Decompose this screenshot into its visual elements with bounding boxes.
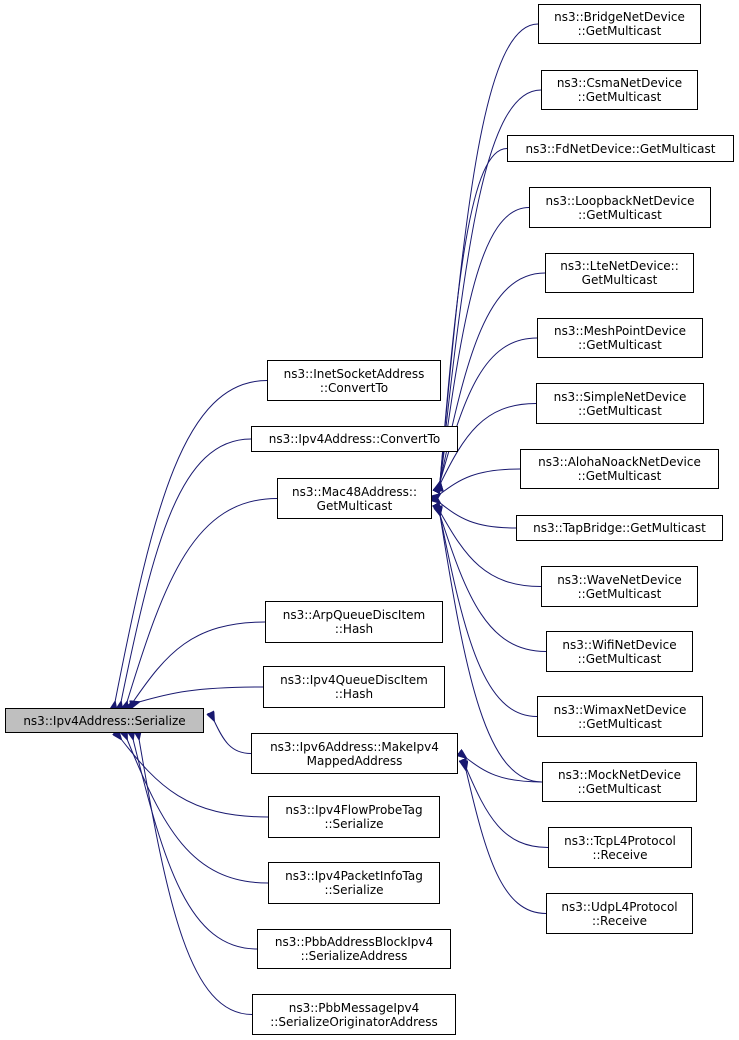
- node-label-line: ns3::PbbMessageIpv4: [288, 1000, 420, 1015]
- node-label-line: ns3::Mac48Address::: [291, 484, 418, 499]
- node-label-line: ns3::CsmaNetDevice: [556, 76, 683, 90]
- node-label-line: ns3::WimaxNetDevice: [553, 702, 687, 717]
- node-bridgenetdevice-getmulticast[interactable]: ns3::BridgeNetDevice::GetMulticast: [538, 4, 701, 44]
- edge-ipv4conv-to-root: [121, 438, 252, 702]
- node-label-line: ::GetMulticast: [577, 24, 662, 38]
- node-label-line: ns3::InetSocketAddress: [283, 366, 425, 381]
- edge-wifi-to-mac48: [440, 515, 547, 652]
- node-label-line: ns3::MockNetDevice: [558, 768, 681, 782]
- node-label-line: ::Hash: [334, 622, 374, 636]
- node-label-line: ns3::Ipv4QueueDiscItem: [280, 673, 428, 687]
- node-label-line: ::GetMulticast: [578, 716, 662, 731]
- edge-ipv6map-to-root: [214, 721, 252, 754]
- node-label-line: ns3::SimpleNetDevice: [553, 389, 687, 404]
- node-ltenetdevice-getmulticast[interactable]: ns3::LteNetDevice::GetMulticast: [545, 253, 694, 293]
- node-label-line: ns3::MeshPointDevice: [553, 324, 686, 338]
- node-label-line: ::GetMulticast: [577, 469, 662, 483]
- node-meshpointdevice-getmulticast[interactable]: ns3::MeshPointDevice::GetMulticast: [537, 318, 703, 358]
- edge-mock-to-mac48: [440, 515, 543, 783]
- edge-loopback-to-mac48: [440, 207, 530, 483]
- node-simplenetdevice-getmulticast[interactable]: ns3::SimpleNetDevice::GetMulticast: [536, 383, 704, 424]
- edge-pbbblock-to-root: [133, 739, 258, 950]
- node-udpl4protocol-receive[interactable]: ns3::UdpL4Protocol::Receive: [546, 893, 693, 934]
- node-label-line: ::SerializeOriginatorAddress: [270, 1014, 438, 1029]
- edge-wimax-to-mac48: [440, 515, 538, 717]
- node-alohanoacknetdevice-getmulticast[interactable]: ns3::AlohaNoackNetDevice::GetMulticast: [520, 449, 719, 489]
- node-label-line: ::GetMulticast: [577, 782, 662, 796]
- node-label-line: ns3::Ipv4FlowProbeTag: [285, 803, 423, 817]
- node-label-line: GetMulticast: [581, 273, 658, 287]
- node-label-line: ::GetMulticast: [578, 207, 662, 222]
- node-label-line: ns3::Ipv4Address::ConvertTo: [268, 432, 441, 446]
- node-label-line: ::GetMulticast: [577, 651, 662, 666]
- node-mocknetdevice-getmulticast[interactable]: ns3::MockNetDevice::GetMulticast: [542, 762, 697, 802]
- node-label-line: ns3::WifiNetDevice: [562, 637, 677, 652]
- node-pbbaddressblockipv4-serializeaddress[interactable]: ns3::PbbAddressBlockIpv4::SerializeAddre…: [257, 929, 451, 969]
- edge-ipv4queue-to-root: [139, 686, 264, 702]
- node-csmanetdevice-getmulticast[interactable]: ns3::CsmaNetDevice::GetMulticast: [541, 70, 698, 110]
- node-label-line: ns3::ArpQueueDiscItem: [282, 608, 426, 622]
- edge-inet-to-root: [115, 380, 268, 703]
- node-wavenetdevice-getmulticast[interactable]: ns3::WaveNetDevice::GetMulticast: [541, 566, 698, 607]
- node-label-line: ::GetMulticast: [578, 338, 662, 352]
- node-wifinetdevice-getmulticast[interactable]: ns3::WifiNetDevice::GetMulticast: [546, 631, 693, 672]
- node-label-line: ::Serialize: [324, 817, 384, 831]
- node-label-line: ns3::BridgeNetDevice: [554, 10, 685, 24]
- node-label-line: MappedAddress: [306, 753, 403, 768]
- node-label-line: ns3::PbbAddressBlockIpv4: [274, 935, 434, 949]
- edge-pktinfo-to-root: [127, 739, 269, 884]
- edge-mock-to-ipv6map: [466, 758, 543, 783]
- node-label-line: ::SerializeAddress: [300, 949, 408, 963]
- node-label-line: ::GetMulticast: [577, 90, 662, 104]
- node-ipv4packetinfotag-serialize[interactable]: ns3::Ipv4PacketInfoTag::Serialize: [268, 862, 440, 904]
- node-label-line: ns3::Ipv4Address::Serialize: [23, 713, 186, 728]
- edge-aloha-to-mac48: [440, 468, 521, 494]
- node-tcpl4protocol-receive[interactable]: ns3::TcpL4Protocol::Receive: [548, 827, 692, 868]
- edge-udp-to-ipv6map: [466, 770, 547, 914]
- node-ipv4queuediscitem-hash[interactable]: ns3::Ipv4QueueDiscItem::Hash: [263, 666, 445, 708]
- node-tapbridge-getmulticast[interactable]: ns3::TapBridge::GetMulticast: [516, 515, 723, 541]
- edge-tcp-to-ipv6map: [466, 768, 549, 848]
- node-label-line: ::Hash: [334, 687, 374, 701]
- edge-mac48-to-root: [127, 498, 278, 703]
- node-ipv4address-convertto[interactable]: ns3::Ipv4Address::ConvertTo: [251, 426, 458, 452]
- node-label-line: GetMulticast: [316, 498, 393, 513]
- node-loopbacknetdevice-getmulticast[interactable]: ns3::LoopbackNetDevice::GetMulticast: [529, 187, 711, 228]
- edge-simple-to-mac48: [440, 403, 537, 485]
- node-arpqueuediscitem-hash[interactable]: ns3::ArpQueueDiscItem::Hash: [265, 601, 443, 643]
- node-label-line: ns3::UdpL4Protocol: [561, 899, 678, 914]
- node-label-line: ns3::FdNetDevice::GetMulticast: [525, 141, 716, 156]
- node-ipv4flowprobetag-serialize[interactable]: ns3::Ipv4FlowProbeTag::Serialize: [268, 796, 440, 838]
- node-fdnetdevice-getmulticast[interactable]: ns3::FdNetDevice::GetMulticast: [507, 135, 734, 162]
- node-wimaxnetdevice-getmulticast[interactable]: ns3::WimaxNetDevice::GetMulticast: [537, 696, 703, 737]
- node-label-line: ::Receive: [592, 847, 648, 862]
- node-label-line: ns3::AlohaNoackNetDevice: [538, 455, 701, 469]
- node-label-line: ::Serialize: [324, 883, 384, 897]
- node-label-line: ::Receive: [591, 913, 648, 928]
- node-mac48address-getmulticast[interactable]: ns3::Mac48Address::GetMulticast: [277, 478, 432, 519]
- edge-tap-to-mac48: [440, 503, 517, 529]
- node-label-line: ns3::LoopbackNetDevice: [545, 193, 695, 208]
- node-label-line: ns3::TcpL4Protocol: [564, 833, 676, 848]
- edge-csma-to-mac48: [440, 89, 542, 482]
- node-label-line: ::ConvertTo: [319, 380, 389, 395]
- node-ipv4address-serialize: ns3::Ipv4Address::Serialize: [5, 708, 204, 733]
- node-label-line: ::GetMulticast: [577, 586, 662, 601]
- node-label-line: ns3::Ipv6Address::MakeIpv4: [270, 739, 439, 754]
- node-label-line: ns3::LteNetDevice::: [560, 259, 679, 273]
- node-pbbmessageipv4-serializeoriginatoraddress[interactable]: ns3::PbbMessageIpv4::SerializeOriginator…: [252, 994, 456, 1035]
- node-label-line: ns3::WaveNetDevice: [557, 572, 682, 587]
- edge-fd-to-mac48: [440, 148, 508, 483]
- node-inetsocketaddress-convertto[interactable]: ns3::InetSocketAddress::ConvertTo: [267, 360, 441, 401]
- edge-arp-to-root: [133, 621, 266, 702]
- node-label-line: ns3::TapBridge::GetMulticast: [533, 521, 706, 535]
- edge-wave-to-mac48: [440, 512, 542, 587]
- edge-pbbmsg-to-root: [139, 739, 253, 1015]
- node-label-line: ns3::Ipv4PacketInfoTag: [285, 869, 423, 883]
- node-label-line: ::GetMulticast: [578, 403, 662, 418]
